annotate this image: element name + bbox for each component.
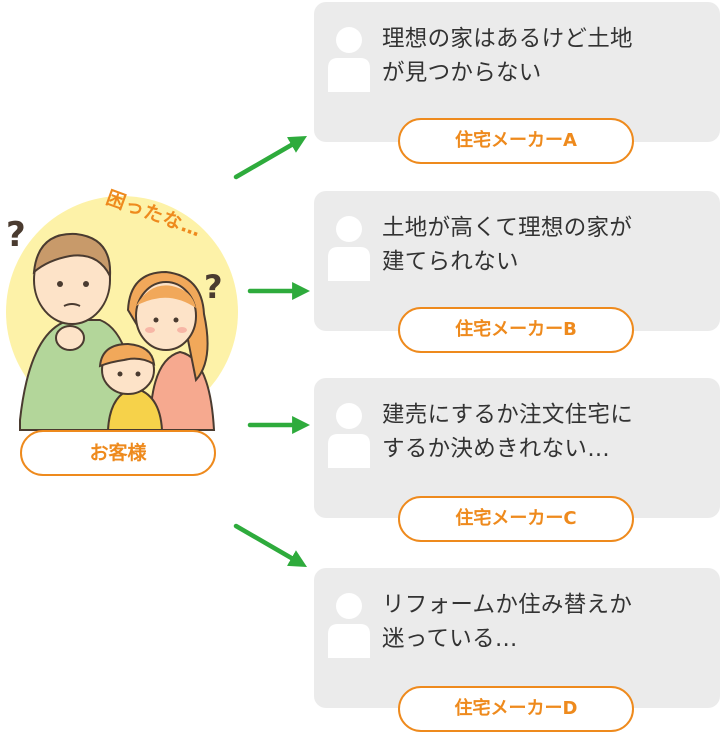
question-mark-icon: ? (6, 215, 26, 255)
family-illustration: ? ? (6, 196, 238, 431)
maker-button-a[interactable]: 住宅メーカーA (398, 118, 634, 164)
concern-text: 理想の家はあるけど土地 が見つからない (382, 22, 712, 90)
customer-label: お客様 (20, 430, 216, 476)
person-silhouette-icon (328, 403, 370, 468)
concern-card-d: リフォームか住み替えか 迷っている… (314, 568, 720, 708)
concern-line-2: が見つからない (382, 60, 542, 86)
person-silhouette-icon (328, 216, 370, 281)
concern-line-2: 建てられない (382, 249, 519, 275)
person-silhouette-icon (328, 27, 370, 92)
concern-line-1: 理想の家はあるけど土地 (382, 26, 633, 52)
father-hand (55, 325, 85, 351)
concern-text: リフォームか住み替えか 迷っている… (382, 588, 712, 656)
arrow-right-icon (233, 135, 308, 180)
child-hair (98, 342, 156, 368)
concern-line-2: 迷っている… (382, 626, 518, 652)
concern-card-c: 建売にするか注文住宅に するか決めきれない… (314, 378, 720, 518)
concern-line-1: 建売にするか注文住宅に (382, 402, 634, 428)
father-hair (32, 232, 112, 280)
maker-button-c[interactable]: 住宅メーカーC (398, 496, 634, 542)
concern-text: 土地が高くて理想の家が 建てられない (382, 211, 712, 279)
concern-line-2: するか決めきれない… (382, 436, 611, 462)
person-silhouette-icon (328, 593, 370, 658)
maker-button-d[interactable]: 住宅メーカーD (398, 686, 634, 732)
arrow-right-icon (233, 523, 308, 568)
concern-line-1: リフォームか住み替えか (382, 592, 633, 618)
concern-line-1: 土地が高くて理想の家が (382, 215, 633, 241)
maker-button-b[interactable]: 住宅メーカーB (398, 307, 634, 353)
question-mark-icon: ? (204, 268, 223, 306)
concern-text: 建売にするか注文住宅に するか決めきれない… (382, 398, 712, 466)
